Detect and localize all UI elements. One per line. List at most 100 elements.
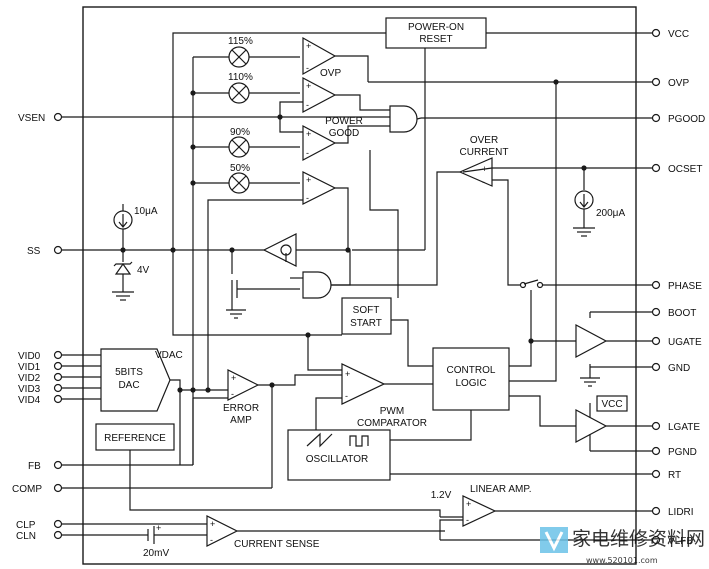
sign: + — [306, 129, 311, 139]
sign: + — [306, 175, 311, 185]
power-good-label-2: GOOD — [329, 128, 360, 139]
oc-current-source-icon: 200μA — [573, 168, 625, 237]
pin-cln[interactable]: CLN — [16, 530, 140, 542]
pin-pgnd[interactable]: PGND — [590, 446, 697, 458]
ovp-label: OVP — [320, 68, 341, 79]
sign: - — [466, 515, 469, 525]
pin-vid1[interactable]: VID1 — [18, 361, 101, 373]
control-logic-label-2: LOGIC — [455, 378, 486, 389]
ref-50-icon: 50% — [193, 163, 300, 194]
error-amp-label-1: ERROR — [223, 403, 259, 414]
offset-source-icon: + 20mV — [140, 523, 207, 559]
pin-vid4[interactable]: VID4 — [18, 394, 101, 406]
pin-ss[interactable]: SS — [27, 245, 270, 257]
pct-90-label: 90% — [230, 127, 250, 138]
current-sense-icon: + - CURRENT SENSE — [206, 515, 320, 550]
offset-label: 20mV — [143, 548, 169, 559]
pin-lgate-label: LGATE — [668, 422, 700, 433]
pct-115-label: 115% — [228, 36, 253, 47]
watermark-logo: 家电维修资料网 www.520101.com — [540, 527, 705, 565]
dac-label-2: DAC — [118, 380, 139, 391]
pwm-label-2: COMPARATOR — [357, 418, 427, 429]
pin-vid0[interactable]: VID0 — [18, 350, 101, 362]
soft-start-label-2: START — [350, 318, 382, 329]
pin-clp-label: CLP — [16, 520, 36, 531]
ss-switch-icon — [226, 250, 300, 319]
phase-switch-icon — [519, 279, 544, 341]
pin-vsen[interactable]: VSEN — [18, 112, 390, 124]
pin-ugate[interactable]: UGATE — [606, 336, 702, 348]
power-good-label-1: POWER — [325, 116, 363, 127]
sign: - — [482, 177, 485, 187]
pin-vsen-label: VSEN — [18, 113, 45, 124]
power-on-reset-block: POWER-ON RESET — [385, 17, 487, 49]
oscillator-label: OSCILLATOR — [306, 454, 368, 465]
error-amp-icon: + - ERROR AMP — [223, 369, 260, 426]
pin-fb[interactable]: FB — [28, 460, 193, 472]
pin-ocset[interactable]: OCSET — [492, 163, 702, 175]
pin-lidri[interactable]: LIDRI — [495, 506, 694, 518]
pin-comp[interactable]: COMP — [12, 483, 272, 495]
power-good-label-group: POWER GOOD — [325, 116, 363, 139]
pin-comp-label: COMP — [12, 484, 42, 495]
pin-vid0-label: VID0 — [18, 351, 41, 362]
soft-start-block: SOFT START — [341, 297, 392, 335]
control-logic-label-1: CONTROL — [447, 365, 496, 376]
pin-phase[interactable]: PHASE — [542, 280, 702, 292]
pin-lgate[interactable]: LGATE — [606, 421, 700, 433]
pin-vcc[interactable]: VCC — [486, 28, 689, 40]
ss-clamp-label: 4V — [137, 265, 150, 276]
pin-pgood[interactable]: PGOOD — [421, 113, 705, 125]
oc-current-label: 200μA — [596, 208, 625, 219]
pin-vid2-label: VID2 — [18, 373, 41, 384]
por-label-1: POWER-ON — [408, 22, 464, 33]
reference-block: REFERENCE — [95, 423, 175, 451]
pin-pgood-label: PGOOD — [668, 114, 705, 125]
ss-zener-icon: 4V — [112, 250, 150, 301]
sign: + — [466, 499, 471, 509]
pin-rt[interactable]: RT — [390, 469, 681, 481]
linear-amp-label: LINEAR AMP. — [470, 484, 532, 495]
pin-boot-label: BOOT — [668, 308, 696, 319]
dac-block: 5BITS DAC VDAC — [100, 348, 183, 412]
pin-ugate-label: UGATE — [668, 337, 702, 348]
ss-comparator-icon: + - — [207, 171, 349, 390]
sign: - — [345, 391, 348, 401]
ss-current-source-icon: 10μA — [113, 204, 158, 250]
ref-115-icon: 115% — [193, 36, 300, 68]
ref-110-icon: 110% — [193, 72, 300, 104]
pin-vid3[interactable]: VID3 — [18, 383, 101, 395]
pin-pgnd-label: PGND — [668, 447, 697, 458]
lgate-vcc-label: VCC — [601, 399, 622, 410]
watermark-url: www.520101.com — [586, 556, 658, 565]
pin-vlfb-label: VLFB — [668, 536, 693, 547]
ref-90-icon: 90% — [193, 127, 300, 158]
pin-rt-label: RT — [668, 470, 681, 481]
over-current-label-1: OVER — [470, 135, 498, 146]
pin-ovp[interactable]: OVP — [368, 77, 689, 89]
current-sense-label: CURRENT SENSE — [234, 539, 320, 550]
sign: + — [231, 373, 236, 383]
pin-phase-label: PHASE — [668, 281, 702, 292]
lgate-driver-icon: VCC — [575, 395, 628, 451]
pct-110-label: 110% — [228, 72, 253, 83]
ss-buffer-icon — [262, 233, 348, 267]
pin-ocset-label: OCSET — [668, 164, 702, 175]
por-label-2: RESET — [419, 34, 452, 45]
sign: - — [306, 100, 309, 110]
pin-fb-label: FB — [28, 461, 41, 472]
ref-1v2-label: 1.2V — [431, 490, 452, 501]
pin-vid3-label: VID3 — [18, 384, 41, 395]
over-current-comparator-icon: + - OVER CURRENT — [331, 135, 520, 286]
uv90-comparator-icon: + - — [279, 101, 390, 161]
pin-clp[interactable]: CLP — [16, 519, 207, 531]
ss-and-gate-icon — [290, 250, 351, 299]
pin-vid2[interactable]: VID2 — [18, 372, 101, 384]
pct-50-label: 50% — [230, 163, 250, 174]
pin-boot[interactable]: BOOT — [590, 307, 696, 319]
pgood-and-gate-icon — [389, 105, 422, 133]
pin-gnd[interactable]: GND — [590, 362, 690, 374]
sign: + — [210, 519, 215, 529]
control-logic-block: CONTROL LOGIC — [432, 347, 510, 411]
